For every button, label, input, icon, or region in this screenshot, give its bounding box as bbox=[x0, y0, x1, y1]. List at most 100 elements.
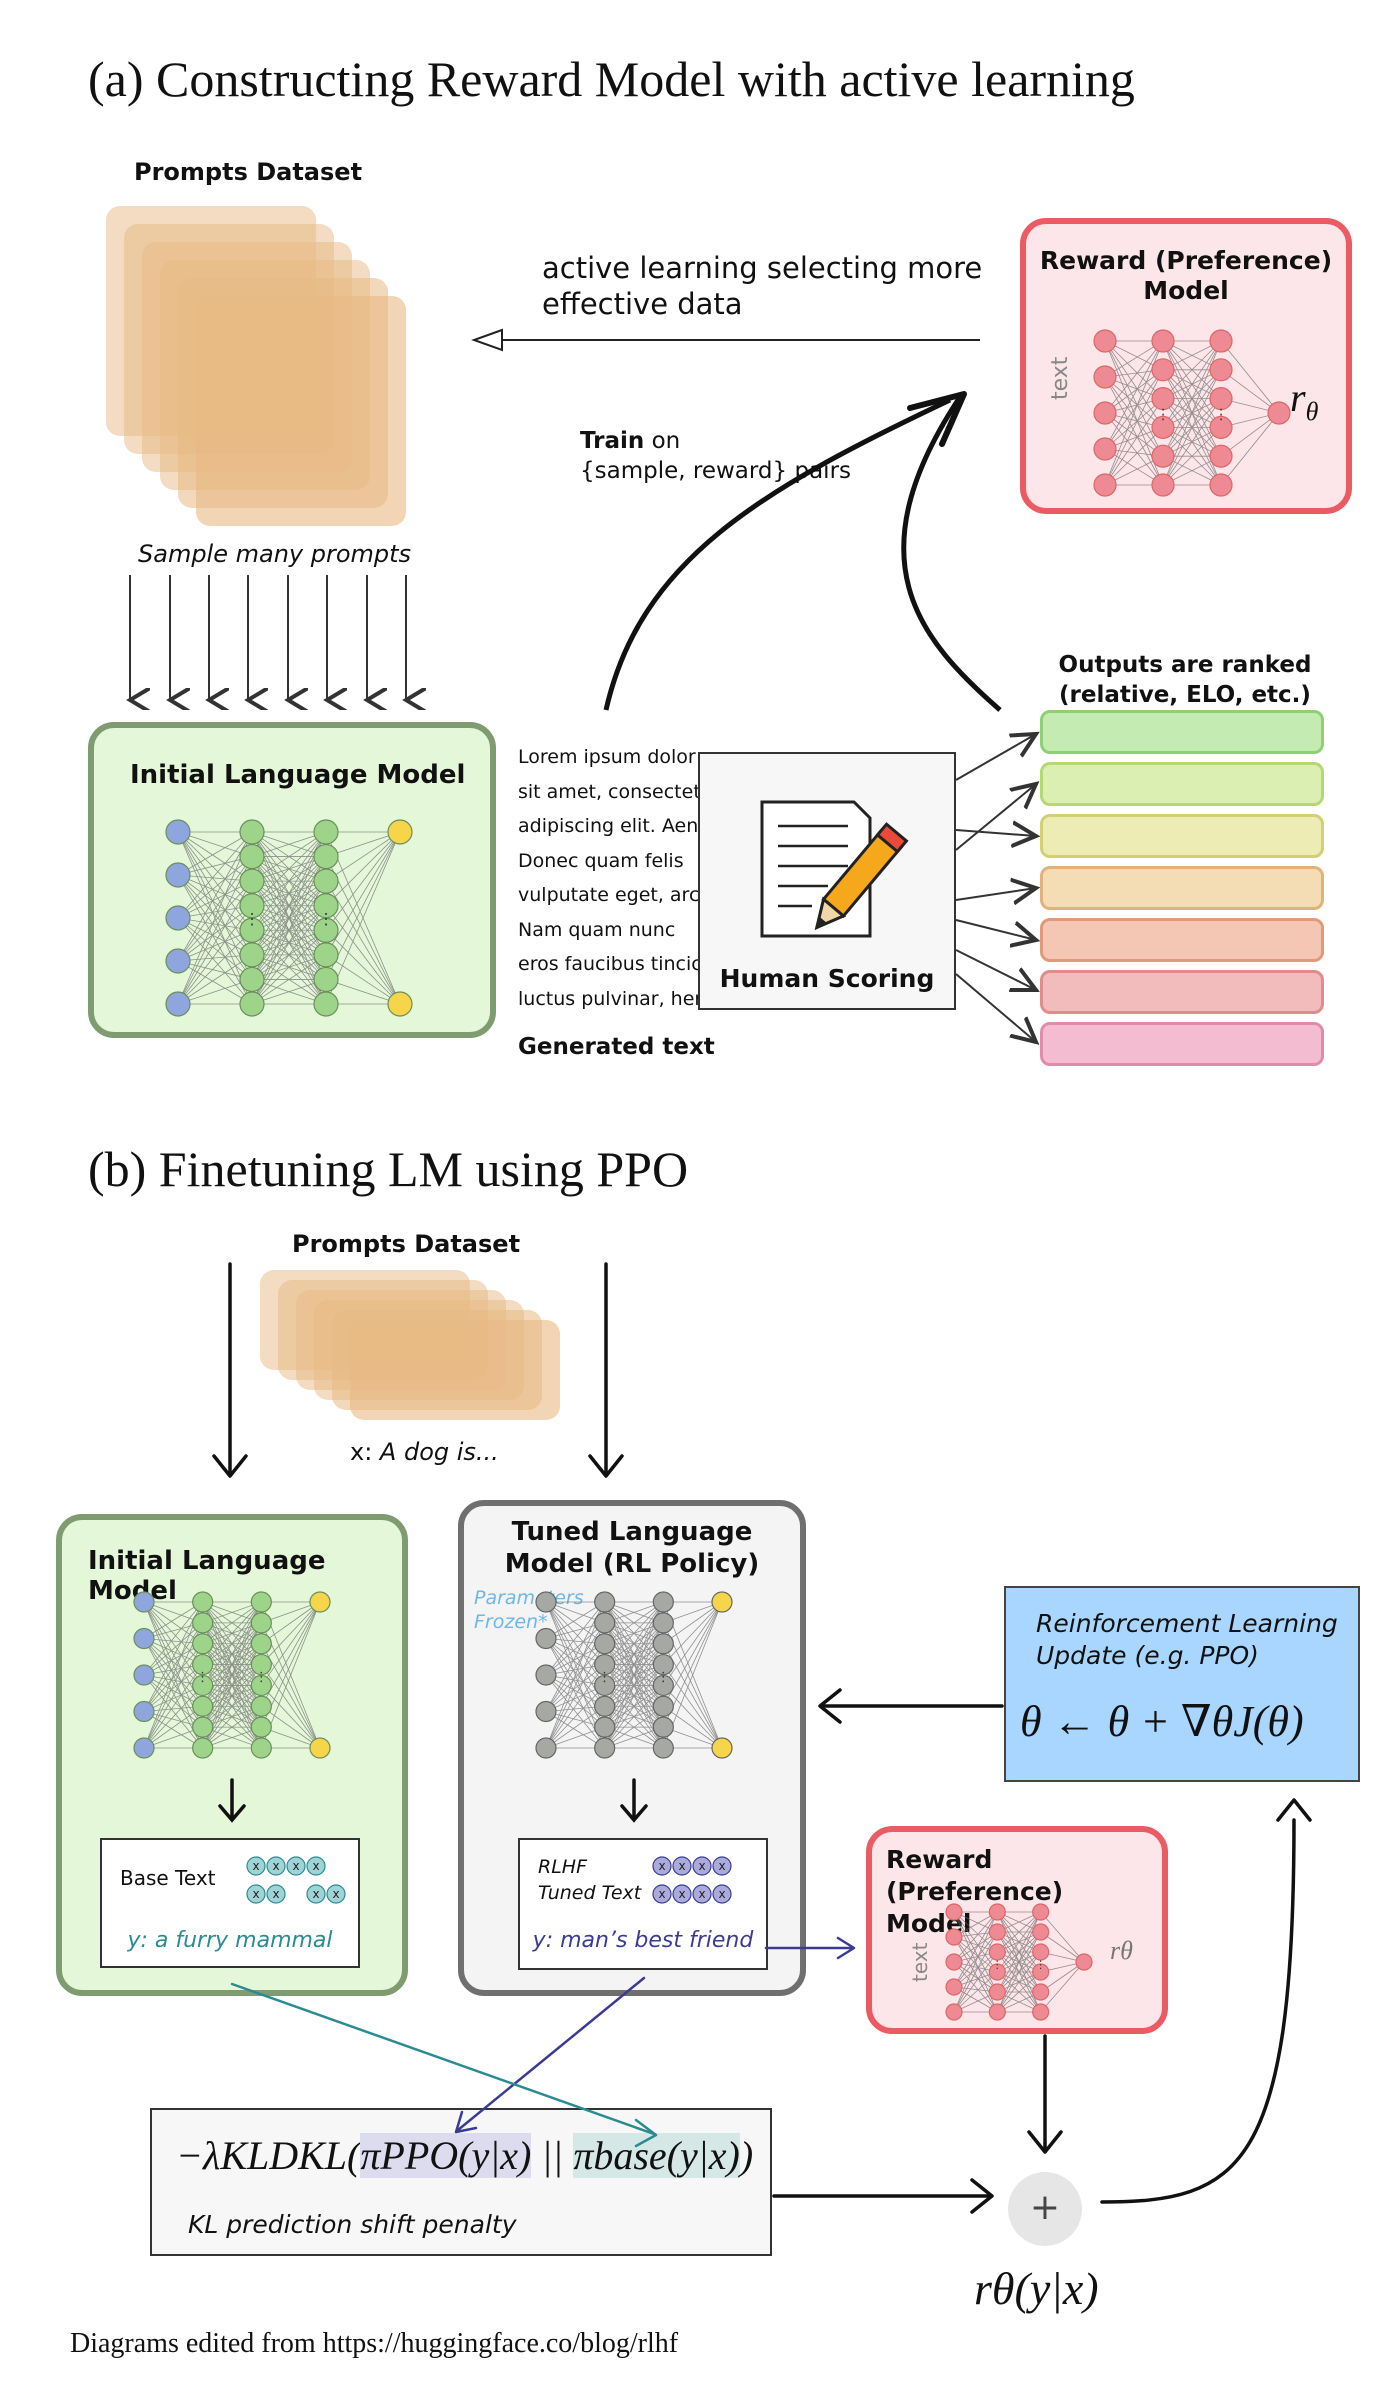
network-node bbox=[652, 1591, 674, 1613]
rl-update-label: Reinforcement Learning Update (e.g. PPO) bbox=[1036, 1608, 1338, 1672]
network-node bbox=[192, 1737, 214, 1759]
network-node bbox=[594, 1633, 616, 1655]
ellipsis-glyph: ⋮ bbox=[196, 1670, 209, 1685]
prompt-down-arrows bbox=[212, 1262, 624, 1478]
network-node bbox=[1151, 415, 1175, 440]
network-node bbox=[133, 1700, 155, 1723]
kl-caption: KL prediction shift penalty bbox=[188, 2210, 517, 2239]
network-node bbox=[535, 1737, 557, 1759]
rl-update-formula: θ ← θ + ∇θJ(θ) bbox=[1020, 1697, 1304, 1746]
human-scoring-label: Human Scoring bbox=[719, 964, 935, 993]
svg-text:x: x bbox=[658, 1859, 665, 1873]
svg-text:x: x bbox=[272, 1887, 279, 1901]
ellipsis-glyph: ⋮ bbox=[255, 1670, 268, 1685]
token-icon bbox=[652, 1884, 672, 1904]
tuned-lm-line1: Tuned Language bbox=[511, 1517, 753, 1547]
generated-text-line: adipiscing elit. Aen bbox=[518, 815, 699, 837]
network-node bbox=[594, 1591, 616, 1613]
rlhf-label: RLHF Tuned Text bbox=[538, 1854, 641, 1906]
kl-mid: || bbox=[531, 2133, 574, 2178]
network-node bbox=[165, 948, 191, 974]
network-node bbox=[133, 1664, 155, 1686]
network-node bbox=[1075, 1953, 1093, 1971]
network-node bbox=[250, 1737, 272, 1759]
network-node bbox=[250, 1591, 272, 1613]
network-node bbox=[945, 1903, 963, 1921]
rl-update-box: Reinforcement Learning Update (e.g. PPO)… bbox=[1004, 1586, 1360, 1782]
network-node bbox=[1209, 329, 1233, 353]
generated-text-line: sit amet, consectet bbox=[518, 780, 701, 803]
token-icon bbox=[712, 1856, 732, 1876]
kl-pi-base: πbase(y|x) bbox=[573, 2133, 740, 2178]
ellipsis-glyph: ⋮ bbox=[598, 1670, 611, 1685]
network-node bbox=[250, 1633, 272, 1655]
generated-text-line: Donec quam felis bbox=[518, 849, 684, 872]
rlhf-y-output: y: man’s best friend bbox=[532, 1928, 754, 1953]
section-a-title: (a) Constructing Reward Model with activ… bbox=[88, 51, 1135, 107]
network-node bbox=[1093, 329, 1117, 353]
generated-text-line: Nam quam nunc bbox=[518, 918, 676, 941]
network-node bbox=[133, 1737, 155, 1759]
network-node bbox=[652, 1716, 674, 1738]
network-node bbox=[652, 1695, 674, 1717]
network-node bbox=[1093, 365, 1117, 389]
rl-update-line2: Update (e.g. PPO) bbox=[1036, 1641, 1259, 1670]
network-node bbox=[1032, 1923, 1050, 1941]
network-node bbox=[1151, 358, 1175, 382]
svg-text:x: x bbox=[678, 1887, 685, 1901]
network-node bbox=[535, 1664, 557, 1686]
network-node bbox=[250, 1653, 272, 1676]
reward-output-label: rθ(y|x) bbox=[974, 2263, 1099, 2314]
network-node bbox=[165, 991, 191, 1017]
network-node bbox=[945, 1953, 963, 1971]
network-node bbox=[192, 1633, 214, 1655]
network-node bbox=[250, 1674, 272, 1697]
generated-text-line: eros faucibus tincic bbox=[518, 953, 702, 975]
network-node bbox=[988, 1963, 1006, 1981]
network-node bbox=[239, 991, 265, 1017]
network-node bbox=[1032, 1943, 1050, 1961]
document-pencil-icon bbox=[760, 800, 909, 938]
reward-symbol-b: rθ bbox=[1110, 1936, 1133, 1965]
human-scoring-box: Human Scoring bbox=[698, 752, 956, 1010]
neural-network-icon: ⋮⋮ bbox=[535, 1591, 733, 1759]
network-node bbox=[192, 1612, 214, 1634]
network-node bbox=[988, 1903, 1006, 1921]
network-node bbox=[1209, 386, 1233, 411]
network-node bbox=[1093, 437, 1117, 461]
network-node bbox=[535, 1700, 557, 1723]
x-prefix: x: bbox=[350, 1438, 380, 1466]
ranked-output-5 bbox=[1040, 918, 1324, 962]
footer-credit: Diagrams edited from https://huggingface… bbox=[70, 2328, 679, 2359]
network-node bbox=[165, 905, 191, 931]
sample-many-prompts-label: Sample many prompts bbox=[138, 540, 412, 568]
network-node bbox=[945, 2003, 963, 2021]
network-node bbox=[535, 1627, 557, 1650]
network-node bbox=[1151, 386, 1175, 411]
network-node bbox=[387, 991, 413, 1017]
network-node bbox=[945, 1928, 963, 1946]
reward-model-a-line2: Model bbox=[1143, 276, 1229, 305]
ranked-output-3 bbox=[1040, 814, 1324, 858]
initial-lm-b-label: Initial Language Model bbox=[88, 1546, 326, 1606]
network-node bbox=[1209, 473, 1233, 497]
network-node bbox=[1032, 2003, 1050, 2021]
network-node bbox=[711, 1591, 733, 1613]
tuned-language-model: Tuned Language Model (RL Policy) Paramet… bbox=[458, 1500, 806, 1996]
active-learning-arrow bbox=[471, 328, 980, 352]
network-node bbox=[594, 1674, 616, 1697]
ranked-output-2 bbox=[1040, 762, 1324, 806]
network-node bbox=[711, 1737, 733, 1759]
reward-model-a: Reward (Preference) Model text ⋮⋮ rθ bbox=[1020, 218, 1352, 514]
token-icon bbox=[672, 1856, 692, 1876]
token-icon bbox=[692, 1856, 712, 1876]
ellipsis-glyph: ⋮ bbox=[244, 910, 260, 928]
parameters-frozen-label: Parameters Frozen* bbox=[474, 1586, 584, 1634]
svg-text:x: x bbox=[718, 1887, 725, 1901]
network-node bbox=[652, 1737, 674, 1759]
network-node bbox=[594, 1653, 616, 1676]
initial-lm-a-label: Initial Language Model bbox=[130, 760, 466, 790]
